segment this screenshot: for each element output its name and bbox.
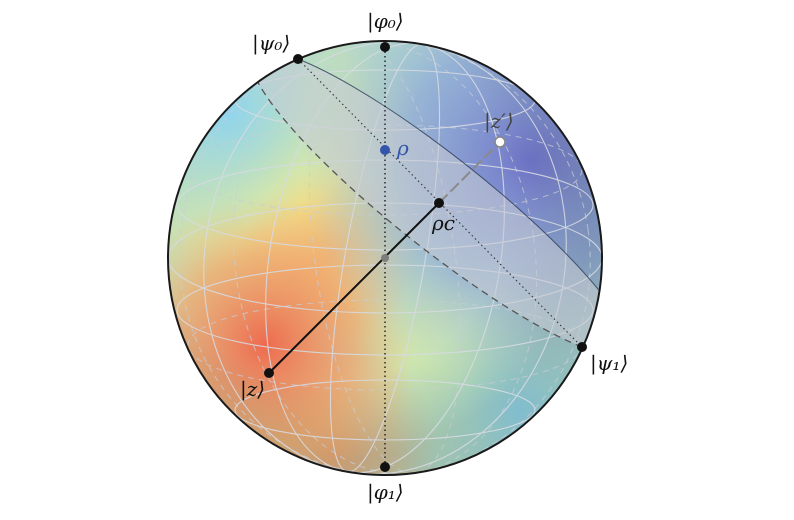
rho-point	[380, 145, 390, 155]
label-phi1: |φ₁⟩	[367, 480, 404, 505]
rhoc-point	[434, 198, 444, 208]
sphere-surface	[168, 41, 602, 475]
psi1-point	[577, 342, 587, 352]
label-phi0: |φ₀⟩	[367, 9, 404, 34]
label-psi0: |ψ₀⟩	[252, 31, 290, 56]
label-zprime: |z′⟩	[484, 109, 514, 134]
label-psi1: |ψ₁⟩	[590, 351, 628, 376]
z-point	[264, 368, 274, 378]
sphere-outline	[167, 40, 603, 476]
psi0-point	[293, 54, 303, 64]
rhoc-zprime-segment	[438, 141, 501, 204]
center-point	[381, 254, 389, 262]
label-rho: ρ	[396, 136, 409, 160]
phi1-point	[380, 462, 390, 472]
zprime-point	[494, 136, 506, 148]
z-rhoc-segment	[268, 202, 440, 374]
label-rhoc: ρc	[431, 211, 455, 235]
phi0-point	[380, 42, 390, 52]
label-z: |z⟩	[240, 377, 265, 402]
